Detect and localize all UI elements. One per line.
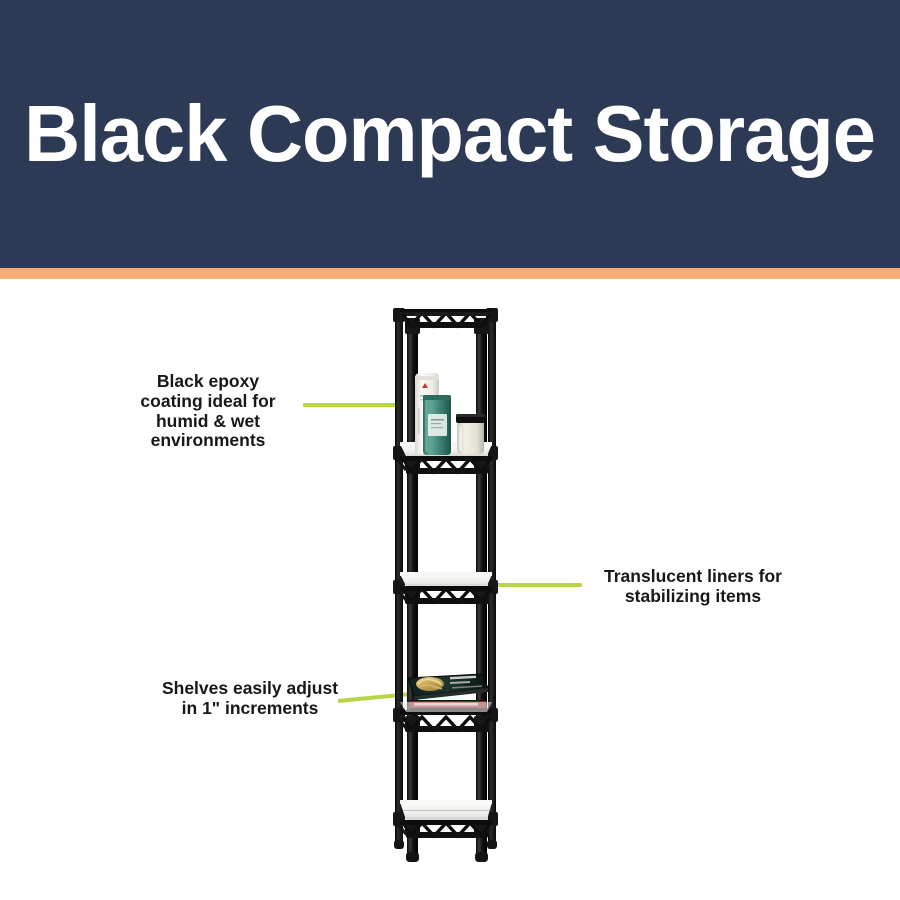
callout-epoxy-coating: Black epoxy coating ideal for humid & we… xyxy=(118,371,298,451)
product-image-shelving-unit xyxy=(370,296,530,870)
leader-line-epoxy-coating xyxy=(303,403,403,407)
accent-divider-bar xyxy=(0,268,900,279)
callout-epoxy-coating-line-2: coating ideal for xyxy=(140,390,276,411)
callout-translucent-liners-line-2: stabilizing items xyxy=(624,585,762,606)
callout-epoxy-coating-line-3: humid & wet xyxy=(155,410,261,431)
callout-epoxy-coating-line-1: Black epoxy xyxy=(156,371,260,391)
callout-translucent-liners: Translucent liners for stabilizing items xyxy=(588,566,798,607)
callout-adjustable-shelves: Shelves easily adjust in 1" increments xyxy=(150,678,350,719)
callout-adjustable-shelves-line-1: Shelves easily adjust xyxy=(161,678,339,698)
leader-line-translucent-liners xyxy=(486,583,582,587)
page-title: Black Compact Storage xyxy=(24,89,877,178)
callout-translucent-liners-line-1: Translucent liners for xyxy=(604,566,782,586)
callout-epoxy-coating-line-4: environments xyxy=(150,430,266,451)
callout-adjustable-shelves-line-2: in 1" increments xyxy=(181,697,319,718)
header-banner: Black Compact Storage xyxy=(0,0,900,268)
